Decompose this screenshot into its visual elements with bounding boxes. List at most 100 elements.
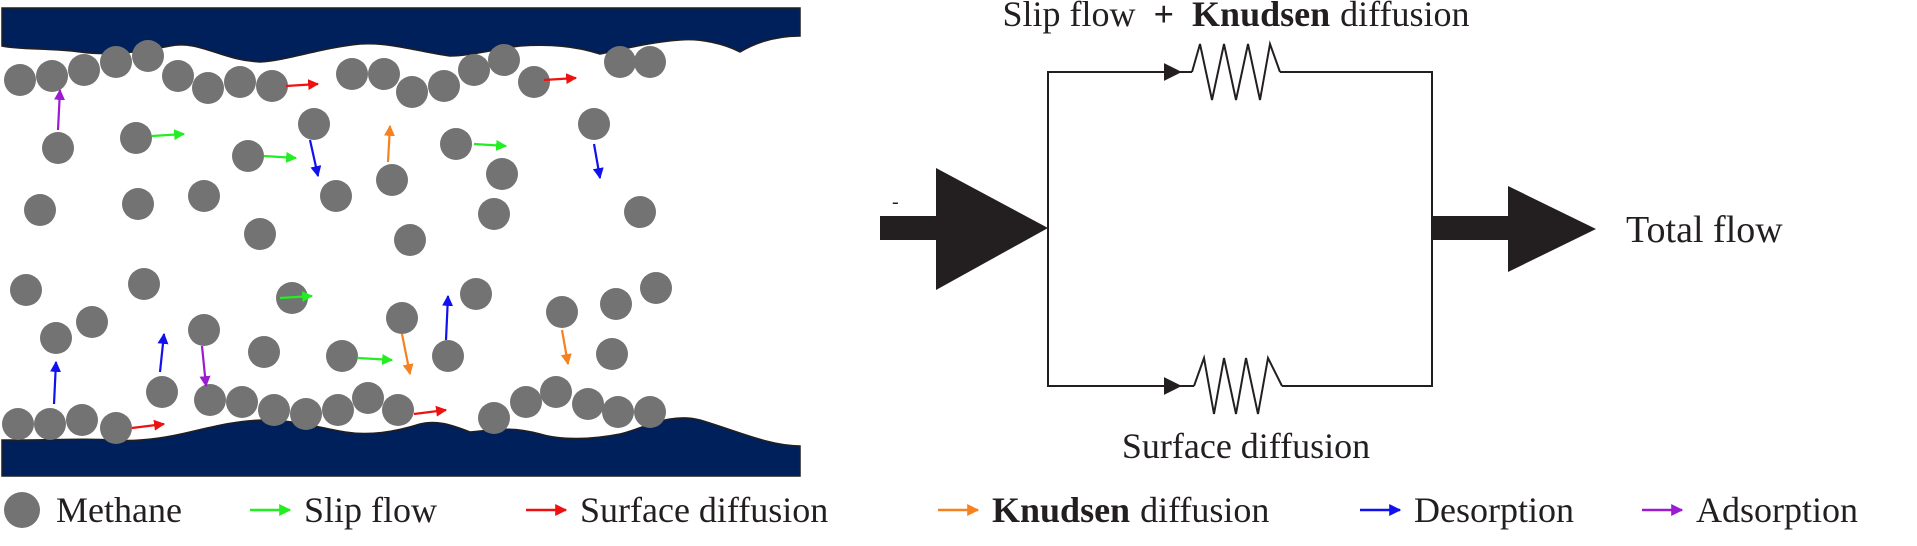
methane-molecule [290, 398, 322, 430]
methane-molecule [336, 58, 368, 90]
methane-molecule [120, 122, 152, 154]
methane-molecule [194, 384, 226, 416]
methane-molecule [540, 376, 572, 408]
methane-molecule [376, 164, 408, 196]
desorption-arrow [157, 332, 169, 373]
circuit [1047, 40, 1433, 415]
surface-arrow [543, 73, 578, 85]
methane-molecule [634, 396, 666, 428]
mechanism-arrows [50, 73, 604, 431]
methane-molecule [428, 70, 460, 102]
methane-molecule [320, 180, 352, 212]
methane-molecule [352, 382, 384, 414]
legend-methane-icon [4, 492, 40, 528]
adsorption-arrow [199, 345, 211, 388]
legend-surface-label: Surface diffusion [580, 490, 828, 530]
methane-molecule [4, 64, 36, 96]
methane-molecule [604, 46, 636, 78]
methane-molecule [188, 180, 220, 212]
methane-molecule [76, 306, 108, 338]
slip-arrow [357, 353, 394, 365]
methane-molecule [128, 268, 160, 300]
methane-molecule [298, 108, 330, 140]
methane-molecule [146, 376, 178, 408]
methane-molecule [460, 278, 492, 310]
methane-molecule [2, 408, 34, 440]
bottom-branch-label: Surface diffusion [1122, 426, 1370, 466]
knudsen-arrow [383, 124, 395, 163]
methane-molecule [10, 274, 42, 306]
methane-molecule [322, 394, 354, 426]
input-flow-arrow [880, 168, 1048, 290]
knudsen-arrow [400, 333, 414, 376]
top-branch-right-wire [1280, 71, 1433, 228]
methane-molecule [640, 272, 672, 304]
methane-molecule [42, 132, 74, 164]
methane-molecule [478, 402, 510, 434]
methane-molecule [24, 194, 56, 226]
slip-arrow [263, 151, 298, 163]
methane-molecule [386, 302, 418, 334]
top-branch-left-wire [1047, 63, 1182, 228]
methane-molecule [100, 46, 132, 78]
methane-molecule [66, 404, 98, 436]
methane-molecule [518, 66, 550, 98]
surface-arrow [131, 419, 166, 431]
bottom-branch-left-wire [1047, 228, 1182, 395]
methane-molecule [132, 40, 164, 72]
methane-molecule [432, 340, 464, 372]
methane-molecule [458, 54, 490, 86]
legend-methane-label: Methane [56, 490, 182, 530]
methane-molecule [602, 396, 634, 428]
methane-molecule [596, 338, 628, 370]
top-resistor-icon [1191, 40, 1281, 101]
methane-molecule [572, 388, 604, 420]
methane-molecules [2, 40, 672, 444]
adsorption-arrow [54, 88, 65, 131]
desorption-arrow [442, 294, 454, 341]
surface-arrow [285, 79, 320, 91]
methane-molecule [232, 140, 264, 172]
desorption-arrow [308, 139, 322, 178]
slip-arrow [279, 291, 314, 303]
methane-molecule [34, 408, 66, 440]
methane-molecule [510, 386, 542, 418]
methane-molecule [122, 188, 154, 220]
input-mark: - [892, 191, 899, 213]
pore-bottom-wall [1, 417, 801, 477]
desorption-arrow [50, 360, 62, 405]
methane-molecule [486, 158, 518, 190]
slip-arrow [151, 129, 186, 141]
methane-molecule [600, 288, 632, 320]
surface-arrow [413, 405, 448, 417]
methane-molecule [382, 394, 414, 426]
output-flow-arrow [1432, 186, 1596, 272]
methane-molecule [440, 128, 472, 160]
methane-molecule [188, 314, 220, 346]
output-label: Total flow [1626, 209, 1783, 251]
methane-molecule [546, 296, 578, 328]
methane-molecule [192, 72, 224, 104]
methane-molecule [256, 70, 288, 102]
methane-molecule [624, 196, 656, 228]
methane-molecule [488, 44, 520, 76]
desorption-arrow [592, 143, 604, 180]
bottom-branch-right-wire [1282, 228, 1433, 387]
legend-desorption-label: Desorption [1414, 490, 1574, 530]
methane-molecule [226, 386, 258, 418]
methane-molecule [244, 218, 276, 250]
slip-arrow [473, 139, 508, 151]
methane-molecule [634, 46, 666, 78]
methane-molecule [478, 198, 510, 230]
legend-adsorption-label: Adsorption [1696, 490, 1858, 530]
methane-molecule [394, 224, 426, 256]
knudsen-arrow [560, 329, 572, 366]
methane-molecule [100, 412, 132, 444]
methane-molecule [258, 394, 290, 426]
methane-molecule [68, 54, 100, 86]
methane-molecule [36, 60, 68, 92]
methane-molecule [40, 322, 72, 354]
